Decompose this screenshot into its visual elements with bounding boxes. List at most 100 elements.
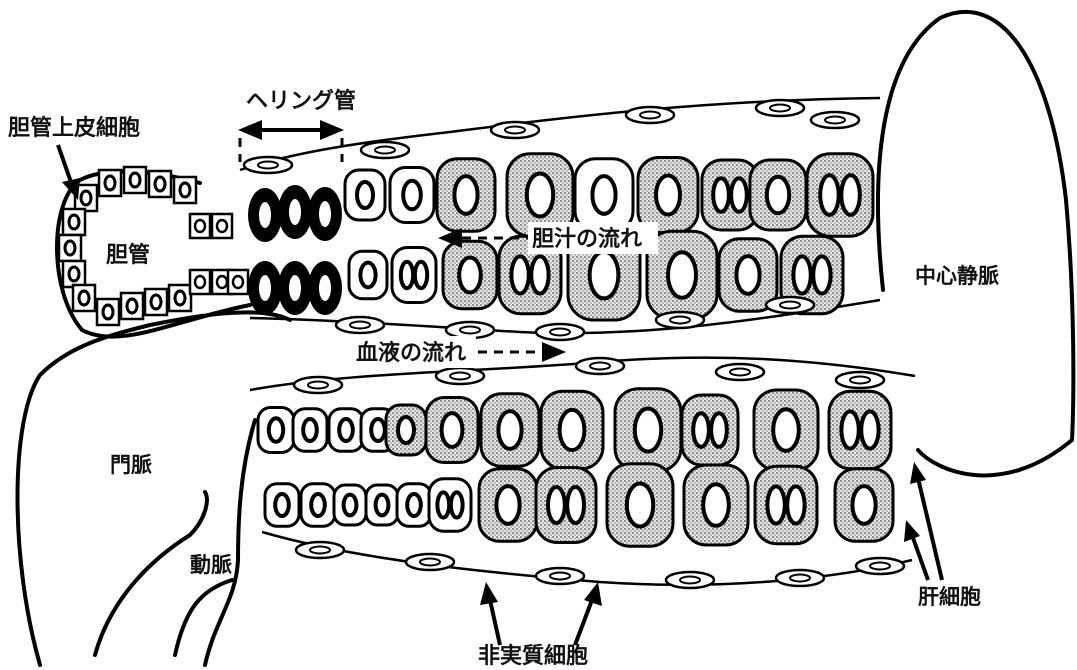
bile-duct-epithelial-cell [169, 285, 191, 311]
hepatocyte-cell [754, 390, 818, 470]
hepatocyte-cell [329, 409, 363, 452]
hepatocyte-cell [429, 479, 471, 532]
nonparenchymal-cell [811, 112, 859, 128]
ductal-cell [190, 214, 210, 238]
hepatocyte-cell [807, 154, 873, 237]
blood-flow-label: 血液の流れ [356, 340, 466, 366]
hepatocyte-cell [536, 468, 596, 543]
hepatocyte-cell [265, 484, 299, 527]
nonparenchymal-cell [446, 322, 494, 338]
nonparenchymal-cell [776, 570, 824, 586]
bile-duct-epithelial-cell [63, 209, 85, 235]
canal-of-hering-group [248, 185, 342, 315]
bile-duct-epithelial-cell [121, 293, 143, 319]
bile-duct-epithelium-label: 胆管上皮細胞 [8, 115, 140, 141]
canal-of-hering-label: ヘリング管 [246, 88, 356, 114]
hepatocyte-cell [481, 394, 539, 467]
npc-pointer-line-1 [490, 600, 500, 645]
nonparenchymal-cell [491, 122, 539, 138]
ductal-cell [190, 270, 210, 294]
hepatocyte-cell [293, 409, 327, 452]
hepatocyte-cell [607, 464, 673, 547]
hepatocyte-cell [334, 485, 366, 525]
hepatocyte-cell [349, 251, 387, 299]
nonparenchymal-cell [296, 542, 344, 558]
nonparenchymal-cell [666, 572, 714, 588]
hering-canal-cell [278, 261, 312, 315]
nonparenchymal-cell [626, 107, 674, 123]
nonparenchymal-cell [436, 368, 484, 384]
artery-outline-2 [205, 420, 255, 665]
nonparenchymal-cell [336, 317, 384, 333]
nonparenchymal-cell [836, 372, 884, 388]
bile-duct-epithelial-cell [124, 167, 146, 193]
hering-arrow-right-head [320, 120, 344, 140]
hepatocyte-cell [397, 484, 431, 527]
npc-pointer-line-2 [575, 600, 592, 645]
hering-canal-cell [248, 188, 282, 242]
hepatocyte-cell [750, 160, 806, 230]
bile-duct-epithelial-cell [59, 235, 81, 261]
ductal-cell [228, 270, 248, 294]
hepatocyte-pointer-line-1 [912, 535, 928, 580]
hering-canal-cell [308, 187, 342, 241]
hepatocyte-cell [392, 248, 436, 303]
hepatocyte-cell [301, 484, 335, 527]
bile-flow-label: 胆汁の流れ [532, 226, 642, 252]
nonparenchymal-cell-label: 非実質細胞 [478, 643, 588, 669]
hering-arrow-left-head [238, 120, 262, 140]
bile-duct-epithelial-cell [99, 170, 121, 196]
nonparenchymal-cell [294, 377, 342, 393]
hepatocyte-pointer-head-1 [904, 520, 920, 542]
bile-duct-label: 胆管 [106, 242, 150, 268]
npc-pointer-head-1 [480, 582, 498, 605]
hepatocyte-cell [638, 158, 698, 233]
hepatocyte-cell [575, 159, 633, 232]
nonparenchymal-cell [361, 142, 409, 158]
hepatocyte-cell [541, 391, 603, 469]
nonparenchymal-cell [576, 358, 624, 374]
bile-duct-epithelial-cell [145, 289, 167, 315]
epithelium-pointer-line [58, 145, 72, 185]
hepatocyte-cell [386, 405, 426, 455]
nonparenchymal-cell [756, 100, 804, 116]
hepatocyte-cell [479, 469, 537, 542]
hepatocyte-cell [835, 469, 893, 542]
hering-canal-cell [278, 185, 312, 239]
hepatocyte-cell [366, 485, 398, 525]
hepatocyte-cell [345, 170, 385, 220]
nonparenchymal-cell [716, 364, 764, 380]
hering-canal-cell [308, 261, 342, 315]
hepatocyte-cell [443, 241, 497, 309]
hepatocyte-cell [682, 395, 738, 465]
nonparenchymal-cell [766, 297, 814, 313]
central-vein-outline [878, 12, 1073, 476]
bile-duct-epithelial-cell [97, 299, 119, 325]
bile-duct-epithelial-cell [73, 285, 95, 311]
hepatocyte-label: 肝細胞 [918, 585, 981, 609]
hepatocyte-cell [426, 398, 478, 463]
npc-pointer-head-2 [584, 582, 602, 606]
artery-label: 動脈 [190, 553, 232, 577]
blood-flow-arrow-head [542, 342, 566, 362]
hepatocyte-cell [390, 168, 434, 223]
nonparenchymal-cell [536, 324, 584, 340]
ductal-cell [212, 214, 232, 238]
portal-vein-label: 門脈 [110, 453, 152, 477]
nonparenchymal-cell [656, 312, 704, 328]
bile-duct-epithelial-cell [149, 171, 171, 197]
nonparenchymal-cell [244, 157, 292, 173]
bile-duct-epithelium-group [59, 167, 248, 325]
hepatocyte-cell [437, 159, 495, 232]
hepatocyte-pointer-head-2 [910, 462, 926, 484]
hepatocyte-cell [755, 466, 817, 544]
nonparenchymal-cell [856, 558, 904, 574]
bile-duct-epithelial-cell [63, 261, 85, 287]
bile-duct-epithelial-cell [174, 177, 196, 203]
hepatocyte-cell [829, 391, 891, 469]
portal-vein-outline [18, 312, 291, 665]
central-vein-label: 中心静脈 [915, 264, 999, 288]
hepatocyte-cell [258, 408, 294, 453]
nonparenchymal-cell [536, 568, 584, 584]
